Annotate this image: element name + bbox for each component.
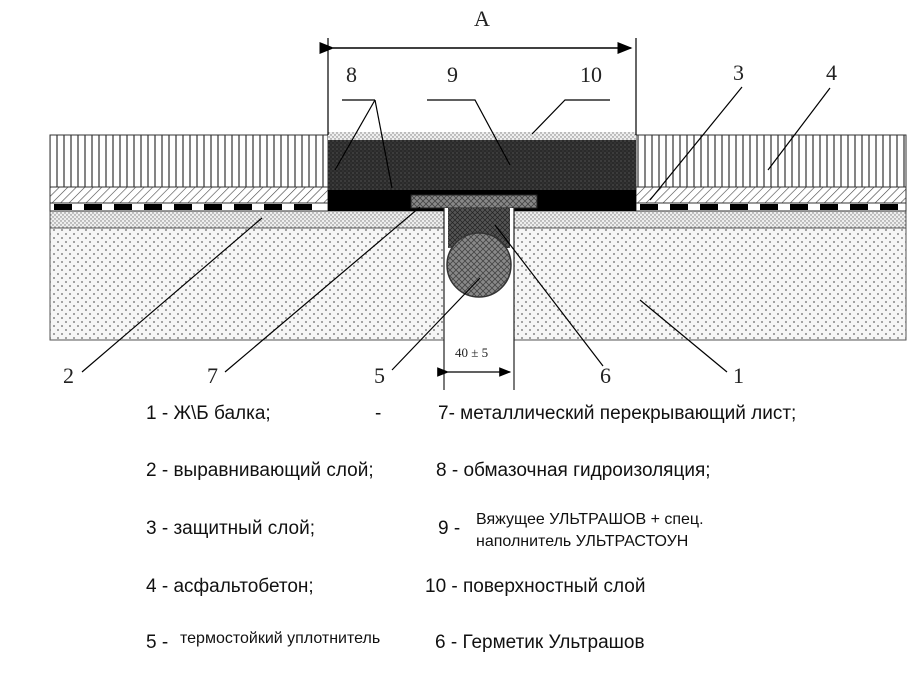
gap-dimension-label: 40 ± 5 xyxy=(455,345,488,360)
beam-left xyxy=(49,227,445,341)
legend-item-5-num: 5 - xyxy=(146,632,169,653)
callout-3: 3 xyxy=(649,60,744,201)
svg-text:3: 3 xyxy=(733,60,744,85)
svg-text:6: 6 xyxy=(600,363,611,388)
leveling-layer-left xyxy=(49,210,445,229)
binder-block xyxy=(328,140,636,190)
leveling-layer-right xyxy=(513,210,907,229)
callout-4: 4 xyxy=(767,60,837,171)
callout-9: 9 xyxy=(427,62,511,166)
legend-item-4: 4 - асфальтобетон; xyxy=(146,576,314,597)
svg-text:4: 4 xyxy=(826,60,837,85)
asphalt-right xyxy=(635,134,907,188)
legend-item-9-line1: Вяжущее УЛЬТРАШОВ + спец. xyxy=(476,511,704,528)
surface-layer xyxy=(328,132,636,140)
legend-item-3: 3 - защитный слой; xyxy=(146,518,315,539)
beam-right xyxy=(513,227,907,341)
hatched-strip-right xyxy=(635,186,907,204)
callout-2: 2 xyxy=(63,217,263,388)
expansion-joint-diagram: A 40 ± 5 8 9 10 3 4 2 7 5 6 1 xyxy=(49,6,907,390)
legend-item-6: 6 - Герметик Ультрашов xyxy=(435,632,645,653)
callout-10: 10 xyxy=(531,62,610,135)
callout-8: 8 xyxy=(334,62,393,189)
svg-text:10: 10 xyxy=(580,62,602,87)
callout-6: 6 xyxy=(494,224,611,388)
svg-text:1: 1 xyxy=(733,363,744,388)
asphalt-left xyxy=(49,134,329,188)
legend-item-9-line2: наполнитель УЛЬТРАСТОУН xyxy=(476,533,689,550)
svg-text:9: 9 xyxy=(447,62,458,87)
callout-7: 7 xyxy=(207,206,421,388)
callout-5: 5 xyxy=(374,277,481,388)
svg-text:8: 8 xyxy=(346,62,357,87)
thermo-seal xyxy=(446,232,512,298)
legend-item-2: 2 - выравнивающий слой; xyxy=(146,460,374,481)
legend-item-9-num: 9 - xyxy=(438,518,461,539)
metal-sheet xyxy=(410,194,538,209)
callout-1: 1 xyxy=(639,299,744,388)
legend-item-7: 7- металлический перекрывающий лист; xyxy=(438,403,797,424)
legend-item-8: 8 - обмазочная гидроизоляция; xyxy=(436,460,711,481)
legend-item-10: 10 - поверхностный слой xyxy=(425,576,646,597)
dimension-a-label: A xyxy=(474,6,490,31)
legend-item-1: 1 - Ж\Б балка; xyxy=(146,403,271,424)
legend-dash: - xyxy=(375,403,382,424)
legend-item-5-text: термостойкий уплотнитель xyxy=(180,630,381,647)
hatched-strip-left xyxy=(49,186,329,204)
svg-text:5: 5 xyxy=(374,363,385,388)
svg-text:7: 7 xyxy=(207,363,218,388)
svg-text:2: 2 xyxy=(63,363,74,388)
